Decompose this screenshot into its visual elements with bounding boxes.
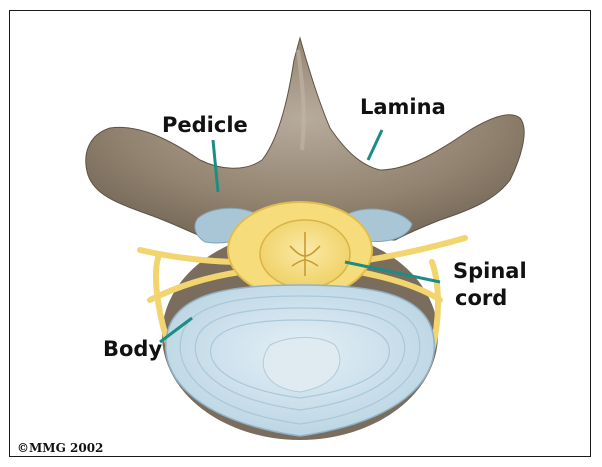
copyright-text: ©MMG 2002 — [17, 441, 103, 455]
cord-label: cord — [455, 286, 507, 310]
spinal-label: Spinal — [453, 259, 527, 283]
lamina-label: Lamina — [360, 95, 446, 119]
body-label: Body — [103, 337, 162, 361]
pedicle-label: Pedicle — [162, 113, 248, 137]
lamina-leader-line — [368, 130, 382, 160]
